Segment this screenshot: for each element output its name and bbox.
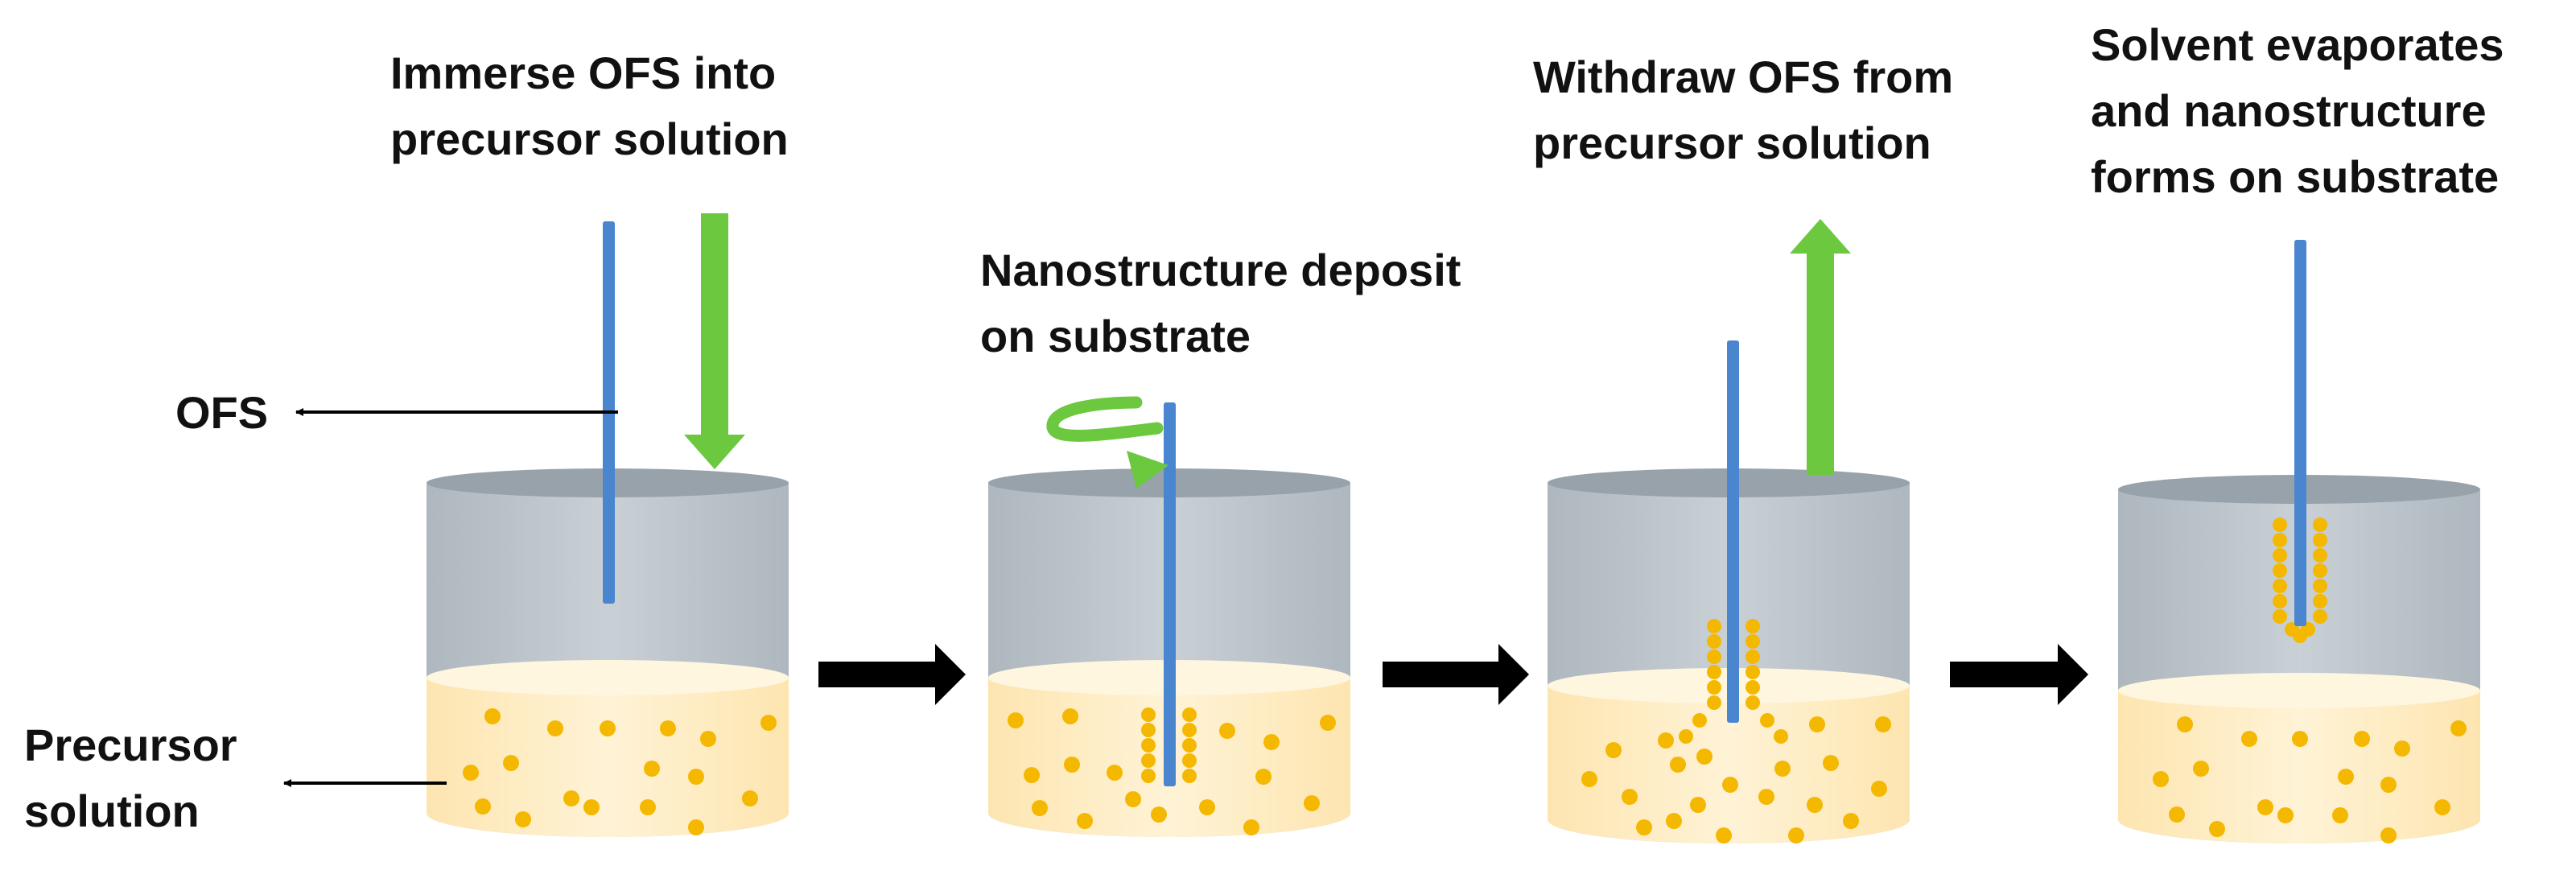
beaker-1: [427, 468, 789, 837]
step4-title-line1: Solvent evaporates: [2091, 19, 2504, 70]
ofs-fiber-3: [1727, 340, 1739, 723]
beaker-2-deposit: [1141, 707, 1197, 783]
step2-title-line1: Nanostructure deposit: [980, 245, 1461, 295]
beaker-3-particles: [1581, 716, 1891, 843]
ofs-fiber-2: [1164, 402, 1176, 786]
step3-title-line2: precursor solution: [1533, 118, 1931, 168]
step-arrow-1: [818, 644, 966, 705]
withdraw-arrow: [1790, 219, 1851, 475]
beaker-1-solution-surface: [427, 660, 789, 695]
beaker-3-deposit: [1679, 619, 1788, 744]
beaker-4: [2118, 475, 2480, 843]
step-arrow-3: [1950, 644, 2088, 705]
precursor-label-line1: Precursor: [24, 720, 237, 770]
beaker-3: [1548, 468, 1910, 843]
ofs-label: OFS: [175, 387, 269, 438]
beaker-4-particles: [2153, 716, 2467, 843]
beaker-1-particles: [463, 708, 777, 835]
step-arrow-2: [1383, 644, 1529, 705]
beaker-4-solution-surface: [2118, 673, 2480, 708]
step4-title-line3: forms on substrate: [2091, 151, 2500, 202]
beaker-2-particles: [1008, 708, 1336, 835]
step4-title-line2: and nanostructure: [2091, 85, 2487, 136]
ofs-fiber-4: [2294, 240, 2306, 626]
step2-title-line2: on substrate: [980, 311, 1251, 361]
beaker-1-solution: [427, 678, 789, 837]
step1-title-line1: Immerse OFS into: [390, 47, 777, 98]
immerse-arrow: [684, 213, 745, 469]
beaker-4-deposit: [2273, 518, 2327, 643]
precursor-label-line2: solution: [24, 786, 200, 836]
beaker-4-solution: [2118, 691, 2480, 843]
rotation-arrow: [1046, 396, 1168, 489]
step3-title-line1: Withdraw OFS from: [1533, 52, 1954, 102]
step1-title-line2: precursor solution: [390, 113, 789, 164]
